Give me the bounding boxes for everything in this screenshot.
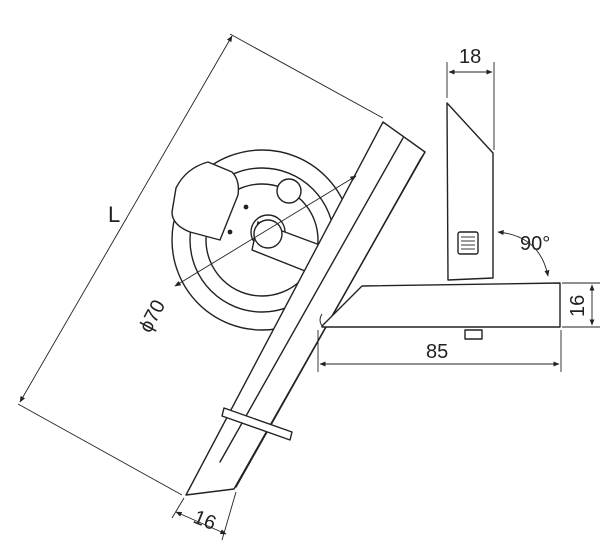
dimension-base-length (317, 330, 562, 372)
pivot-hub (253, 219, 283, 249)
dial-dot (243, 204, 249, 210)
base-length-label: 85 (426, 341, 448, 363)
locking-knob (276, 178, 302, 204)
base-slot (464, 329, 483, 340)
dimension-height (562, 282, 600, 328)
top-width-label: 18 (459, 46, 481, 68)
base-edge (319, 313, 323, 327)
adjust-screw-knurl (461, 236, 475, 250)
blade-clamp-ring (221, 407, 293, 441)
dimension-length (17, 33, 384, 496)
dimension-blade-width (171, 491, 237, 541)
angle-label: 90° (520, 233, 550, 255)
clamp-handle (171, 161, 240, 241)
blade-width-label: 16 (190, 506, 219, 535)
dial-dot (227, 229, 233, 235)
adjust-screw (457, 231, 479, 255)
square-base (321, 282, 561, 328)
dimension-top-width (446, 62, 495, 150)
height-label: 16 (567, 295, 589, 317)
length-label: L (108, 202, 120, 227)
diameter-label: ϕ70 (135, 296, 170, 336)
dimension-angle (497, 230, 550, 277)
dimension-diameter (174, 175, 357, 287)
